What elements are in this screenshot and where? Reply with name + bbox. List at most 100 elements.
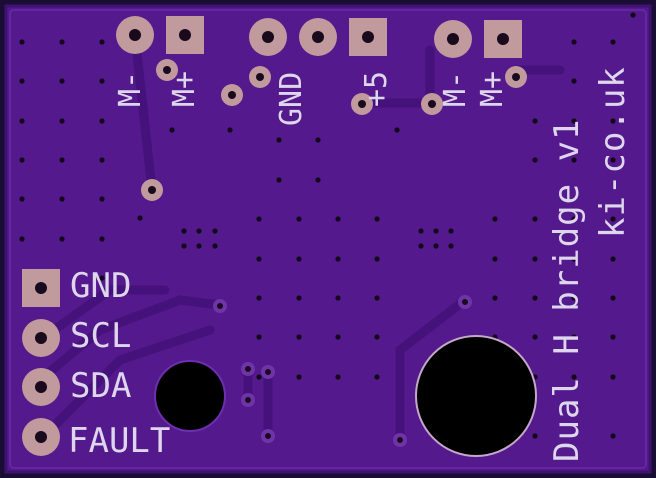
via: [335, 295, 341, 301]
via: [196, 228, 202, 234]
via: [532, 334, 538, 340]
via: [571, 78, 577, 84]
via: [532, 256, 538, 262]
label-m-minus-left: M-: [113, 70, 148, 107]
via: [212, 228, 218, 234]
via: [137, 215, 143, 221]
via: [448, 228, 454, 234]
via: [99, 275, 105, 281]
via: [571, 118, 577, 124]
board-substrate: [4, 4, 652, 474]
via: [571, 334, 577, 340]
via: [296, 374, 302, 380]
via-grid: [19, 12, 636, 439]
via: [532, 118, 538, 124]
via: [59, 236, 65, 242]
via: [59, 118, 65, 124]
label-m-plus-right: M+: [475, 70, 510, 107]
drill: [129, 29, 141, 41]
via: [19, 157, 25, 163]
via: [276, 137, 282, 143]
trace-vias: [213, 295, 472, 447]
via: [374, 216, 380, 222]
via: [99, 157, 105, 163]
small-via-pads: [141, 59, 527, 201]
label-gnd-top: GND: [274, 71, 309, 126]
via: [610, 334, 616, 340]
via: [610, 374, 616, 380]
via: [374, 374, 380, 380]
via: [394, 127, 400, 133]
via: [374, 334, 380, 340]
via: [19, 196, 25, 202]
mounting-hole-large: [415, 335, 537, 457]
via: [256, 256, 262, 262]
via: [571, 256, 577, 262]
via: [19, 78, 25, 84]
via: [59, 196, 65, 202]
via: [630, 12, 636, 18]
via: [19, 39, 25, 45]
via: [571, 295, 577, 301]
drill: [362, 31, 374, 43]
via: [448, 243, 454, 249]
via: [296, 295, 302, 301]
via: [492, 295, 498, 301]
via: [532, 157, 538, 163]
via: [610, 118, 616, 124]
via: [59, 39, 65, 45]
via: [418, 228, 424, 234]
label-scl: SCL: [70, 316, 132, 356]
label-fault: FAULT: [68, 421, 171, 461]
via: [571, 374, 577, 380]
via: [418, 243, 424, 249]
via: [315, 177, 321, 183]
via: [276, 177, 282, 183]
via: [492, 256, 498, 262]
via: [571, 39, 577, 45]
via: [492, 216, 498, 222]
mounting-hole-small: [154, 360, 226, 432]
via: [169, 127, 175, 133]
via: [315, 137, 321, 143]
via: [571, 157, 577, 163]
via: [374, 295, 380, 301]
via: [99, 39, 105, 45]
drill: [262, 31, 274, 43]
top-pads: [116, 16, 522, 58]
via: [99, 196, 105, 202]
via: [99, 78, 105, 84]
via: [571, 216, 577, 222]
via: [256, 374, 262, 380]
via: [59, 157, 65, 163]
via: [610, 216, 616, 222]
board-url: ki-co.uk: [593, 66, 633, 238]
via: [296, 334, 302, 340]
copper-zone-outline: [9, 9, 647, 469]
via: [256, 295, 262, 301]
via: [59, 78, 65, 84]
via: [433, 228, 439, 234]
via: [610, 78, 616, 84]
via: [181, 228, 187, 234]
copper-traces: [35, 30, 565, 445]
label-plus5: +5: [359, 70, 394, 107]
via: [335, 256, 341, 262]
drill: [179, 29, 191, 41]
via: [610, 256, 616, 262]
via: [610, 157, 616, 163]
via: [433, 243, 439, 249]
via: [335, 374, 341, 380]
label-sda: SDA: [70, 366, 132, 406]
via: [610, 295, 616, 301]
via: [532, 433, 538, 439]
label-m-plus-left: M+: [167, 70, 202, 107]
via: [374, 256, 380, 262]
label-gnd-side: GND: [70, 266, 132, 306]
via: [19, 118, 25, 124]
via: [99, 118, 105, 124]
drill: [447, 33, 459, 45]
via: [296, 216, 302, 222]
via: [181, 243, 187, 249]
